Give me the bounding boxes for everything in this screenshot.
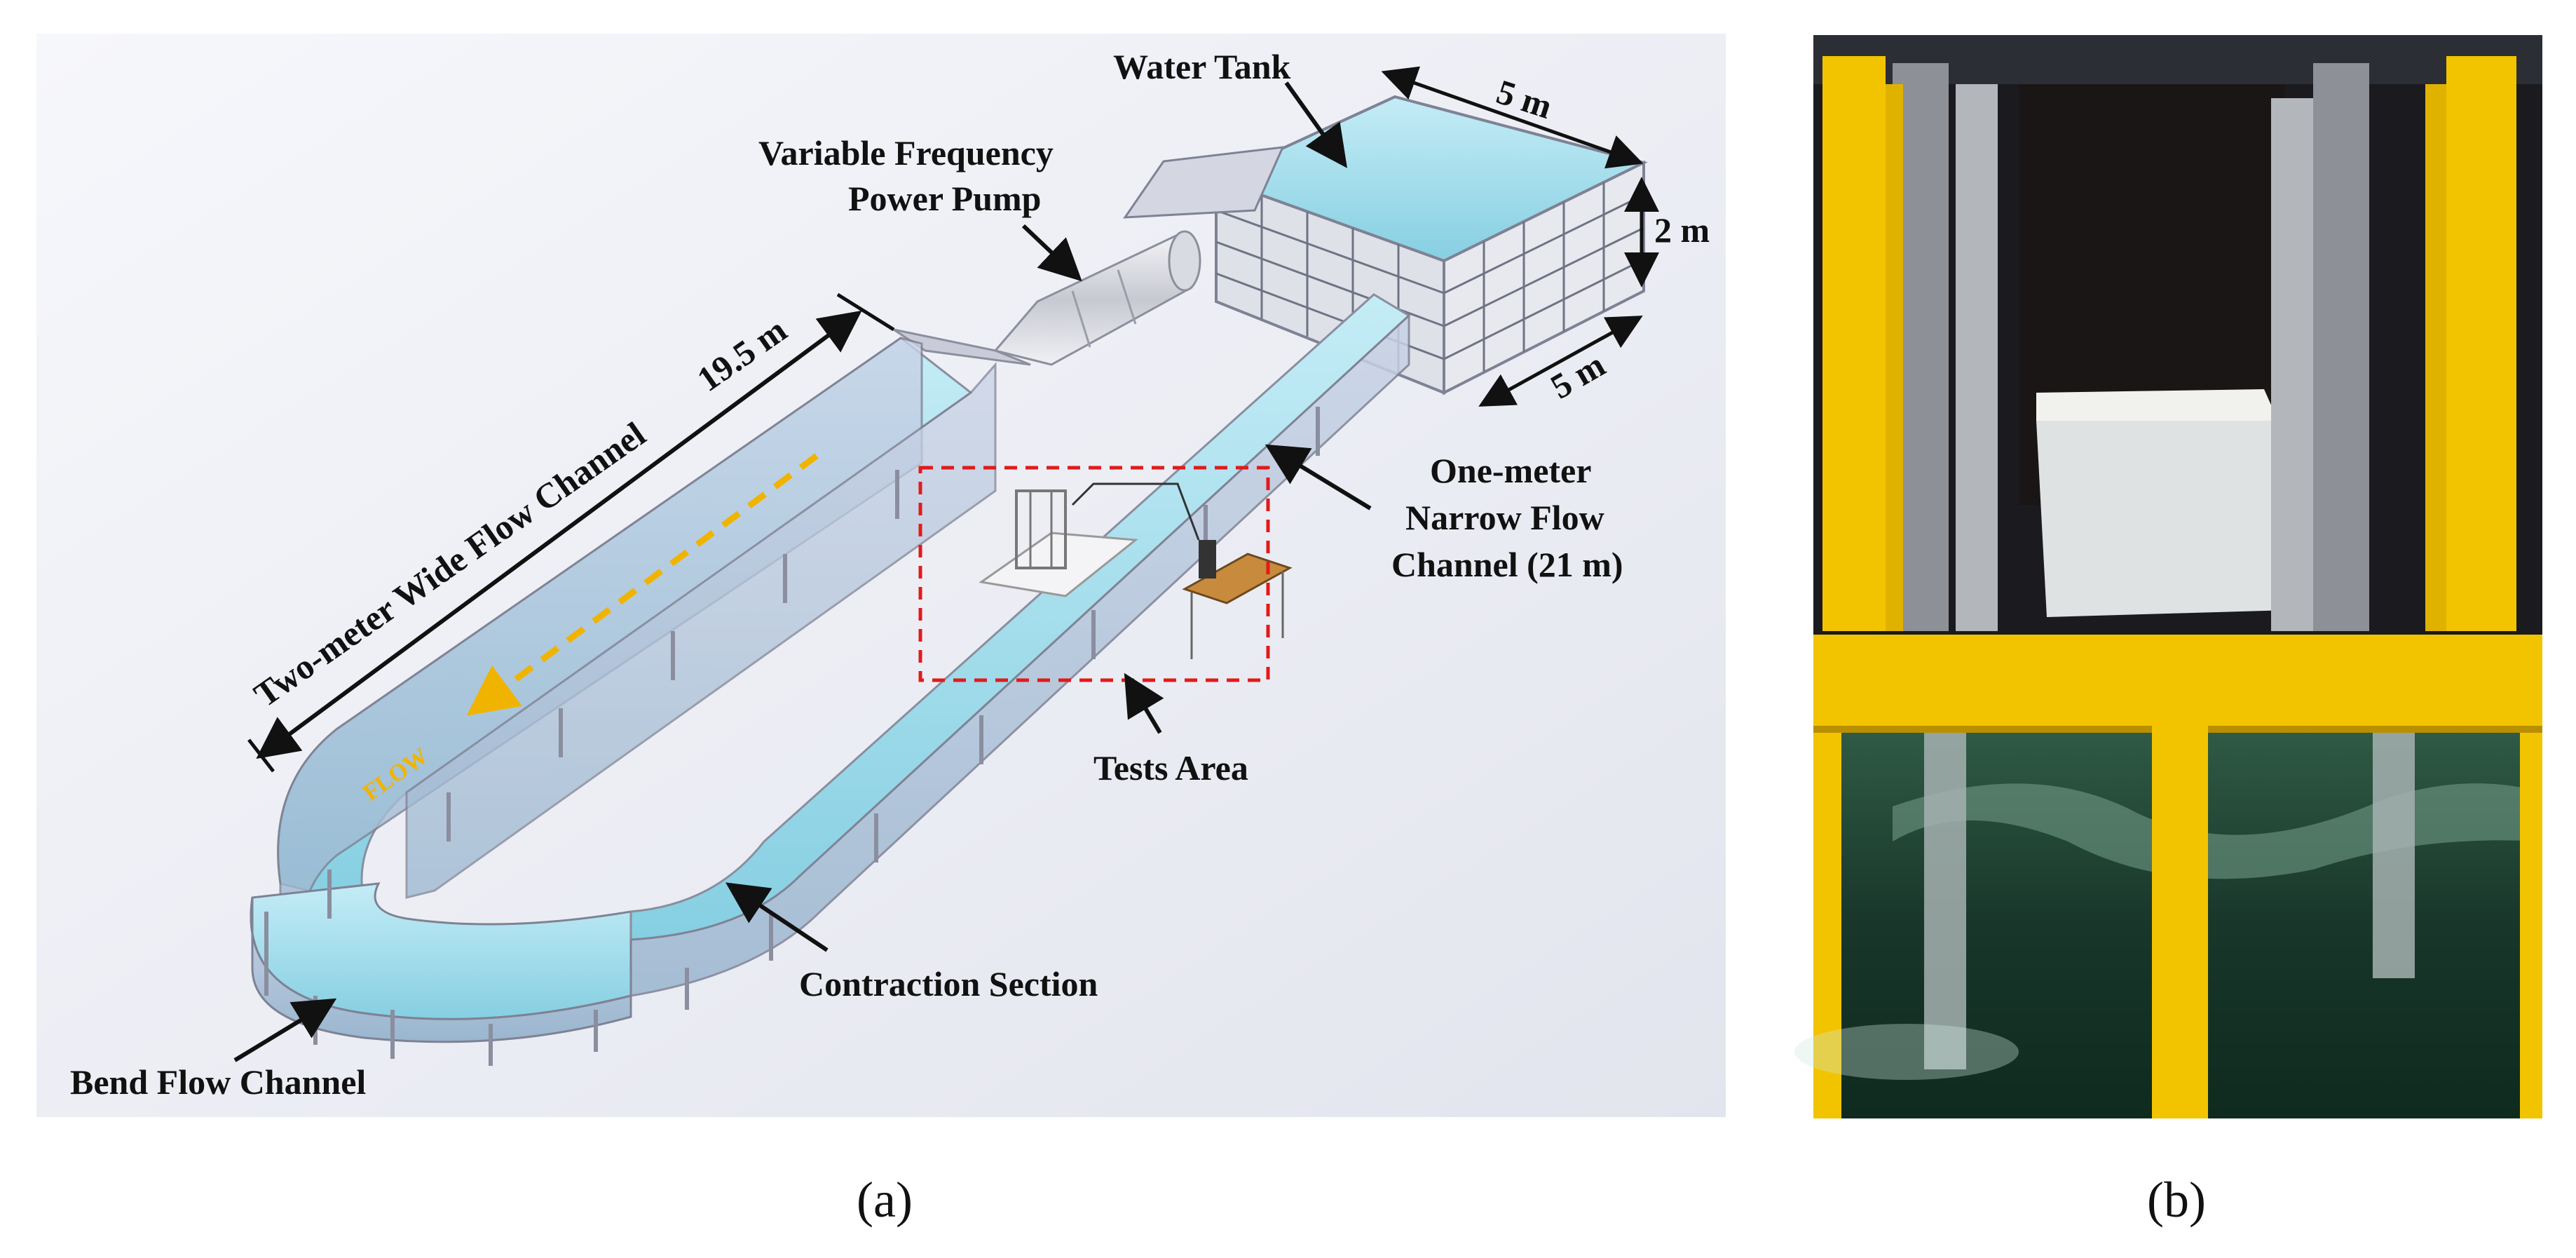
panel-a: FLOW Water Tank 5 m 2 m 5 m Variable Fre… [36,34,1726,1228]
leader-arrows [233,81,1372,1062]
tank-side-dimension [1478,316,1643,407]
yellow-frame-left [1822,56,1886,631]
pump-label-line2: Power Pump [848,179,1041,218]
power-pump [893,230,1201,366]
narrow-flow-channel [629,293,1411,997]
yellow-frame-right [2446,56,2516,631]
tank-top-dimension [1381,66,1644,169]
panel-b-caption: (b) [2147,1172,2206,1228]
panel-b: (b) [1794,35,2542,1228]
wide-length-dimension [256,310,862,759]
pump-label-line1: Variable Frequency [758,133,1054,173]
tests-area-label: Tests Area [1093,748,1248,787]
narrow-channel-label-line1: One-meter [1430,451,1591,490]
narrow-channel-label-line3: Channel (21 m) [1391,545,1623,584]
contraction-section-label: Contraction Section [799,964,1098,1003]
tank-height-dim-label: 2 m [1654,210,1710,250]
test-apparatus [979,482,1293,659]
narrow-channel-label-line2: Narrow Flow [1405,498,1604,537]
tests-area-box [918,466,1270,682]
water-tank-label: Water Tank [1113,47,1291,86]
bend-flow-channel-label: Bend Flow Channel [70,1062,366,1102]
panel-a-caption: (a) [857,1172,913,1228]
yellow-crossbeam [1813,635,2542,726]
